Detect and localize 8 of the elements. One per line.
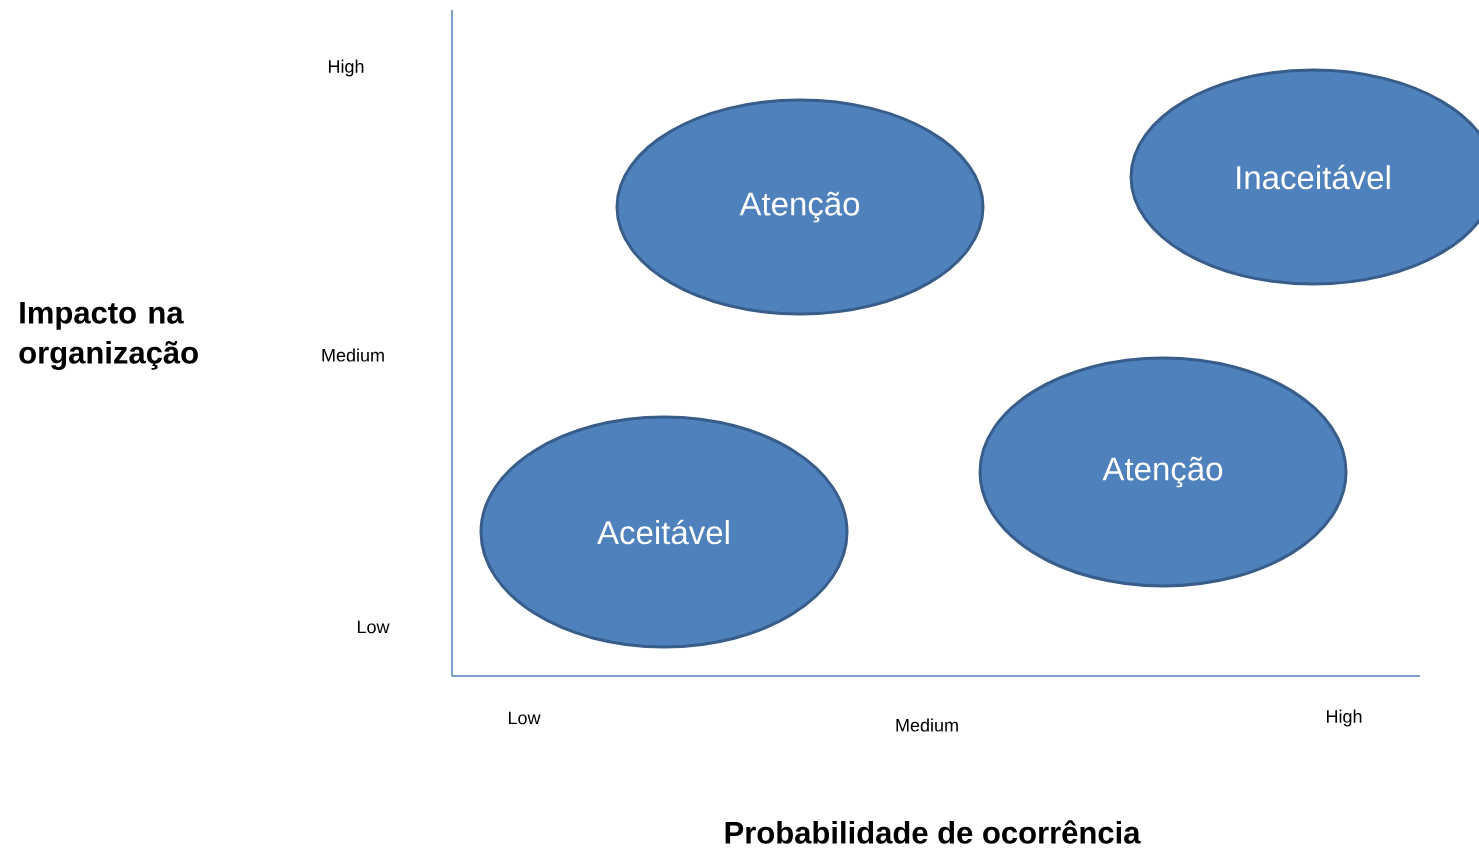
tick-label: Low (357, 620, 390, 634)
tick-label: High (328, 59, 364, 77)
tick-label: Medium (896, 718, 958, 732)
tick-label: Medium (322, 348, 384, 362)
tick-label: High (1327, 709, 1362, 727)
axis-title: Probabilidade de ocorrência (725, 820, 1141, 844)
tick-label: Low (508, 711, 541, 725)
axis-title: Impacto na organização (19, 302, 198, 370)
